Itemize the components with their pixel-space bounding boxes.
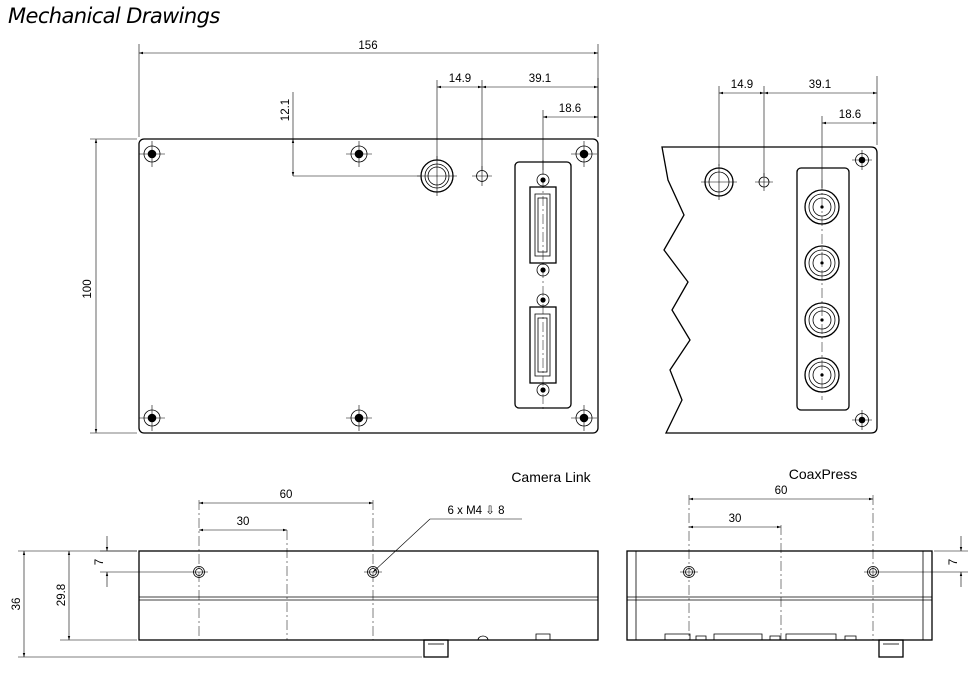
dimension-39-1-side: 39.1: [809, 79, 831, 91]
dimension-7-coax: 7: [948, 559, 960, 565]
dimension-60-coax: 60: [775, 485, 788, 497]
coaxpress-panel: [796, 167, 850, 411]
dimension-29-8: 29.8: [56, 584, 68, 606]
coaxpress-body: [626, 550, 933, 641]
dimension-36: 36: [11, 598, 23, 611]
top-view-outline: [138, 138, 599, 434]
dimension-30-coax: 30: [729, 513, 742, 525]
camera-link-connector-2: [529, 293, 557, 397]
dimension-12-1: 12.1: [280, 99, 292, 121]
power-connector-side: [701, 164, 737, 200]
dimension-100: 100: [82, 279, 94, 298]
camera-link-body: [138, 550, 599, 641]
dimension-30: 30: [237, 516, 250, 528]
camera-link-label: Camera Link: [511, 469, 591, 485]
dimension-60: 60: [280, 489, 293, 501]
side-view-outline: [661, 146, 878, 434]
side-view: 14.9 39.1 18.6: [661, 76, 878, 434]
camera-link-connector-1: [529, 173, 557, 277]
status-led: [472, 166, 492, 186]
dimension-39-1: 39.1: [529, 73, 551, 85]
page-title: Mechanical Drawings: [8, 4, 220, 28]
camera-link-front-view: Camera Link 60 30 6 x M4 ⇩ 8 7: [11, 469, 599, 658]
dimension-18-6-side: 18.6: [839, 109, 861, 121]
coaxpress-label: CoaxPress: [789, 466, 857, 482]
dimension-14-9: 14.9: [449, 73, 471, 85]
dimension-7: 7: [94, 559, 106, 565]
hole-callout: 6 x M4 ⇩ 8: [448, 505, 505, 517]
power-connector: [417, 156, 457, 196]
dimension-18-6: 18.6: [559, 103, 581, 115]
dimension-156: 156: [358, 40, 377, 52]
mounting-holes-top-view: [139, 141, 597, 431]
top-view: 156 14.9 39.1 18.6 12.1 100: [82, 40, 599, 434]
dimension-14-9-side: 14.9: [731, 79, 753, 91]
coaxpress-front-view: CoaxPress 60 30 7: [626, 466, 968, 658]
